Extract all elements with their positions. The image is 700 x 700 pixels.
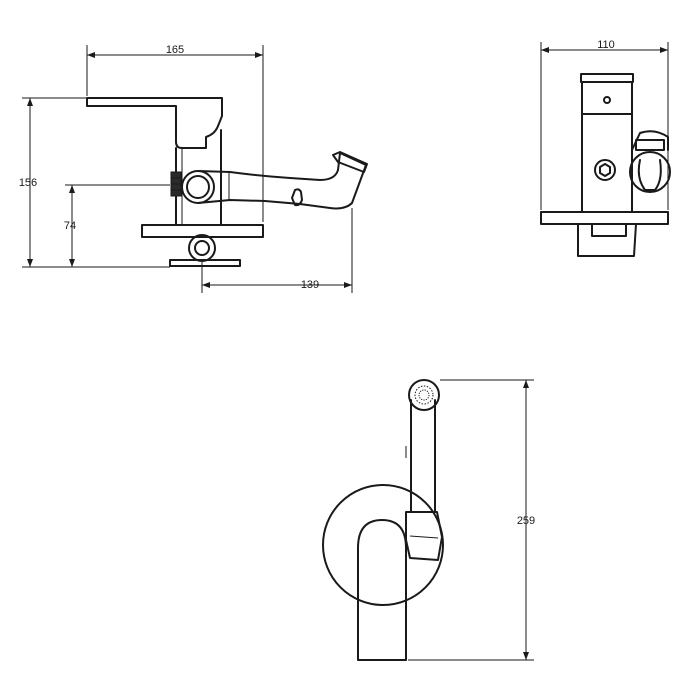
front-inlet-outer: [188, 234, 216, 262]
side-holder-top: [635, 139, 665, 151]
front-handset-button: [291, 188, 303, 207]
top-holder-line: [409, 535, 439, 539]
front-view: 165 156 74 139: [19, 44, 368, 293]
front-body-column: [175, 129, 222, 226]
top-escutcheon: [322, 484, 444, 606]
side-view: 110: [540, 39, 671, 257]
top-lever: [357, 519, 407, 661]
side-lever-screw: [603, 96, 611, 104]
front-handset-outline: [197, 152, 367, 210]
dim-110-label: 110: [597, 39, 615, 51]
front-body-outline: [86, 97, 223, 149]
front-handset-head: [332, 151, 368, 173]
side-inlet-hex: [599, 163, 611, 177]
side-lever-body: [581, 81, 633, 115]
side-holder-cup: [637, 159, 662, 191]
side-body: [581, 113, 633, 213]
dim-165-label: 165: [166, 44, 184, 56]
side-lever-top: [580, 73, 634, 83]
dim-139-label: 139: [301, 279, 319, 291]
front-inlet-inner: [194, 240, 210, 256]
top-spray-head: [408, 379, 440, 411]
top-handset-shaft: [410, 399, 436, 513]
side-base-plate: [540, 211, 669, 225]
side-connector-inner: [591, 223, 627, 237]
front-base-plate: [141, 224, 264, 238]
side-holder-ring: [629, 151, 671, 193]
front-holder-inner: [186, 175, 210, 199]
side-inlet-ring: [594, 159, 616, 181]
dim-74-label: 74: [64, 220, 76, 232]
top-view: 259: [322, 379, 535, 661]
side-connector: [577, 223, 637, 257]
top-spray-nozzles: [414, 385, 434, 405]
dim-259-label: 259: [517, 515, 535, 527]
dim-156-label: 156: [19, 177, 37, 189]
front-bottom-plate: [169, 259, 241, 267]
